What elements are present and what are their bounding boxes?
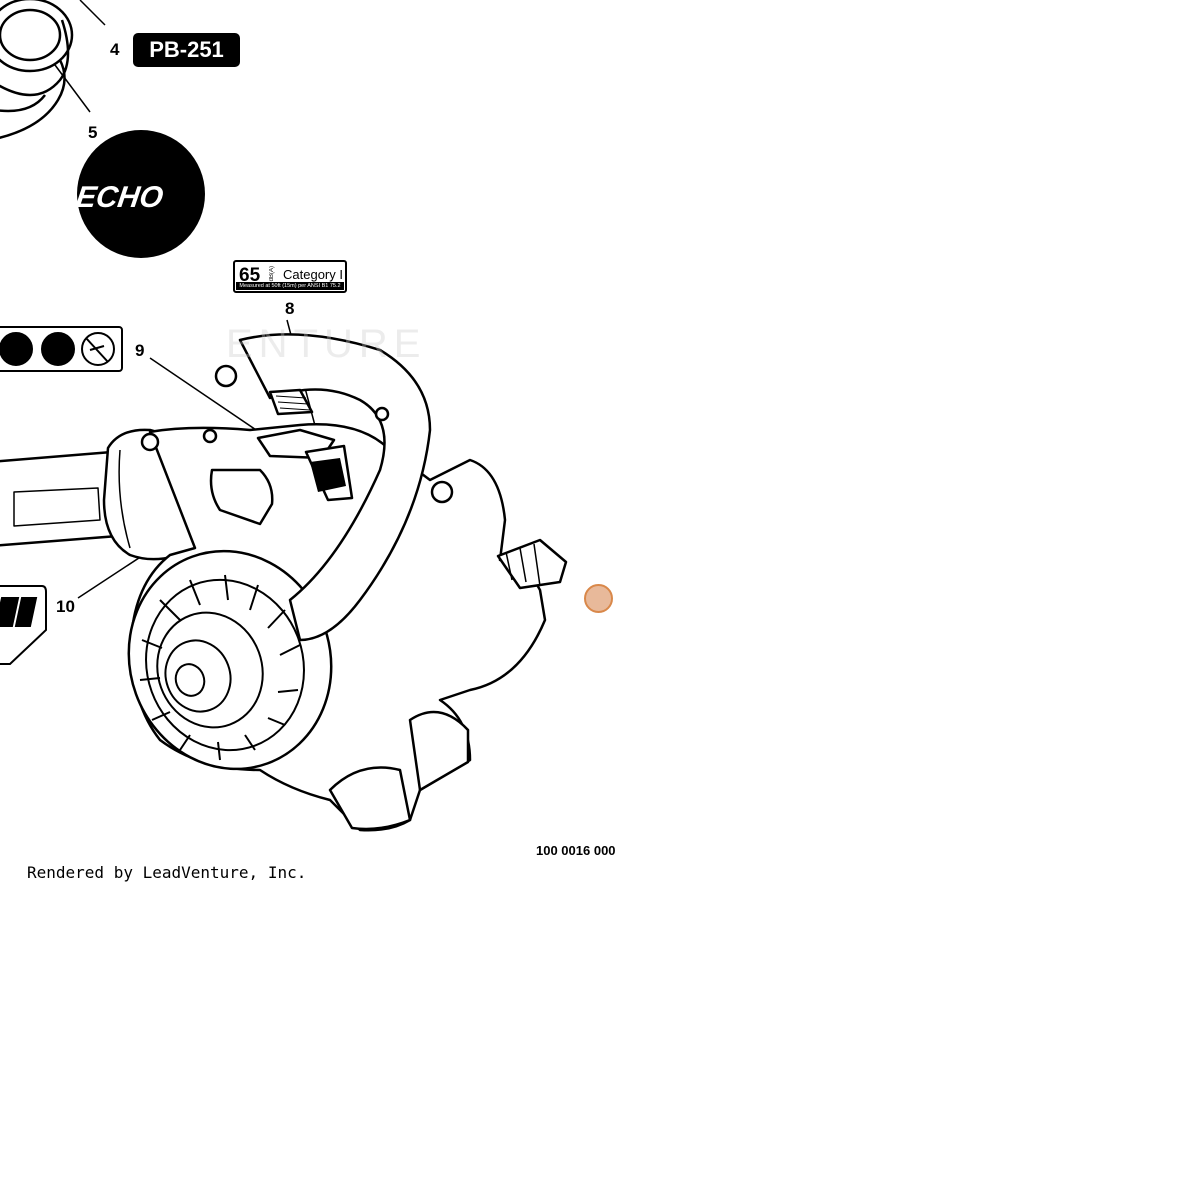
noise-measurement-note: Measured at 50ft (15m) per ANSI B1 75.2 [236, 282, 344, 290]
model-badge: PB-251 [133, 33, 240, 67]
partial-tube-part [0, 0, 106, 140]
callout-9: 9 [135, 341, 145, 360]
noise-category: Category I [283, 267, 343, 282]
leaf-blower-drawing [0, 333, 568, 832]
callout-5: 5 [88, 123, 98, 142]
drawing-number: 100 0016 000 [536, 843, 616, 858]
noise-rating-label: 65 dB(A) Category I Measured at 50ft (15… [233, 260, 347, 293]
callout-8: 8 [285, 299, 295, 318]
hearing-eye-protection-icon [0, 332, 33, 366]
noise-db-value: 65 [239, 265, 261, 286]
echo-logo-decal: ECHO [11, 130, 205, 258]
noise-unit: dB(A) [269, 266, 275, 282]
hotspot-marker[interactable] [584, 584, 613, 613]
render-credit: Rendered by LeadVenture, Inc. [27, 863, 307, 882]
safety-icons-decal [0, 326, 123, 372]
sticker-placement [310, 458, 346, 492]
logo-text: ECHO [74, 181, 165, 214]
read-manual-icon [41, 332, 75, 366]
watermark: ENTURE [226, 322, 427, 366]
callout-4: 4 [110, 40, 120, 59]
callout-10: 10 [56, 597, 75, 616]
partial-echo-decal [0, 585, 47, 665]
